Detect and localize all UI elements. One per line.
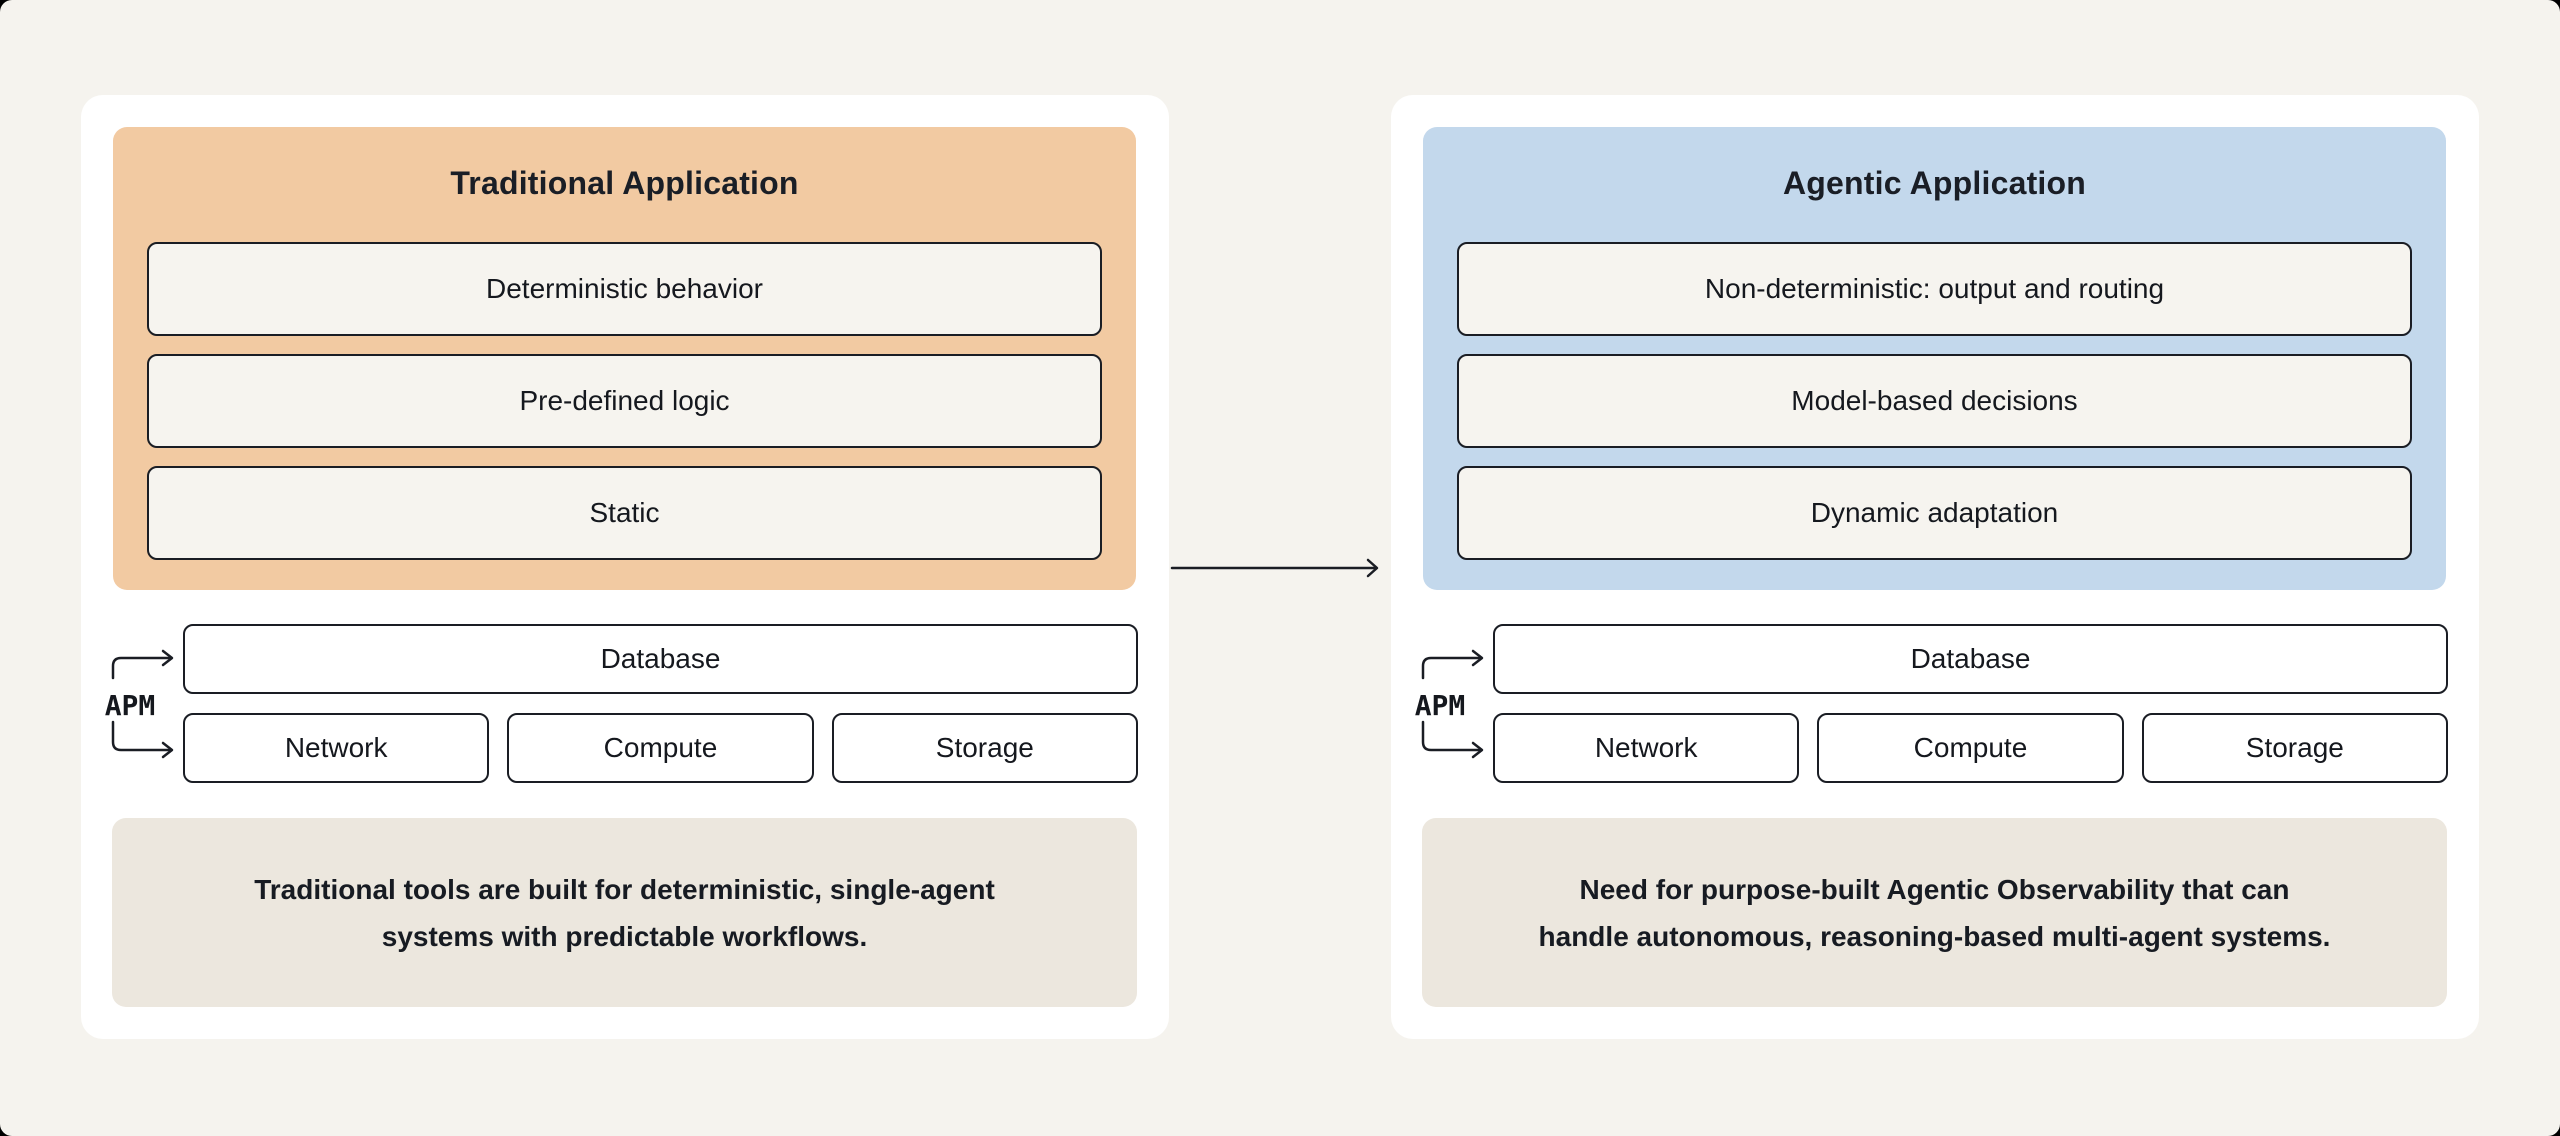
storage-box: Storage [831, 713, 1138, 783]
feature-label: Model-based decisions [1791, 385, 2078, 416]
apm-label: APM [1414, 689, 1466, 722]
network-box: Network [1493, 713, 1800, 783]
storage-label: Storage [935, 732, 1034, 763]
feature-box: Dynamic adaptation [1457, 466, 2412, 560]
panel-traditional: Traditional Application Deterministic be… [81, 95, 1169, 1039]
traditional-application-box: Traditional Application Deterministic be… [113, 127, 1136, 590]
storage-box: Storage [2141, 713, 2448, 783]
network-label: Network [1594, 732, 1698, 763]
network-box: Network [183, 713, 490, 783]
panel-title: Traditional Application [450, 165, 799, 201]
database-box: Database [183, 624, 1138, 694]
compute-box: Compute [507, 713, 814, 783]
infrastructure-row: Network Compute Storage [183, 713, 1138, 783]
caption-box: Need for purpose-built Agentic Observabi… [1422, 818, 2447, 1007]
caption-text: systems with predictable workflows. [381, 920, 868, 952]
feature-label: Static [589, 497, 660, 528]
storage-label: Storage [2245, 732, 2344, 763]
feature-label: Pre-defined logic [519, 385, 730, 416]
caption-text: handle autonomous, reasoning-based multi… [1538, 920, 2331, 952]
compute-box: Compute [1817, 713, 2124, 783]
compute-label: Compute [1913, 732, 2028, 763]
apm-label: APM [104, 689, 156, 722]
agentic-application-box: Agentic Application Non-deterministic: o… [1423, 127, 2446, 590]
database-box: Database [1493, 624, 2448, 694]
feature-list: Deterministic behavior Pre-defined logic… [147, 242, 1102, 560]
feature-list: Non-deterministic: output and routing Mo… [1457, 242, 2412, 560]
feature-box: Deterministic behavior [147, 242, 1102, 336]
network-label: Network [284, 732, 388, 763]
traditional-to-agentic-arrow-icon [1170, 558, 1379, 578]
feature-label: Dynamic adaptation [1810, 497, 2059, 528]
feature-label: Non-deterministic: output and routing [1704, 273, 2165, 304]
apm-arrows-icon [111, 649, 174, 759]
feature-box: Model-based decisions [1457, 354, 2412, 448]
feature-label: Deterministic behavior [486, 273, 763, 304]
feature-box: Pre-defined logic [147, 354, 1102, 448]
feature-box: Non-deterministic: output and routing [1457, 242, 2412, 336]
panel-title: Agentic Application [1782, 165, 2087, 201]
compute-label: Compute [603, 732, 718, 763]
database-label: Database [1910, 643, 2031, 674]
infrastructure-row: Network Compute Storage [1493, 713, 2448, 783]
panel-agentic: Agentic Application Non-deterministic: o… [1391, 95, 2479, 1039]
caption-text: Traditional tools are built for determin… [254, 873, 995, 905]
caption-box: Traditional tools are built for determin… [112, 818, 1137, 1007]
caption-text: Need for purpose-built Agentic Observabi… [1579, 873, 2290, 905]
feature-box: Static [147, 466, 1102, 560]
apm-arrows-icon [1421, 649, 1484, 759]
database-label: Database [600, 643, 721, 674]
